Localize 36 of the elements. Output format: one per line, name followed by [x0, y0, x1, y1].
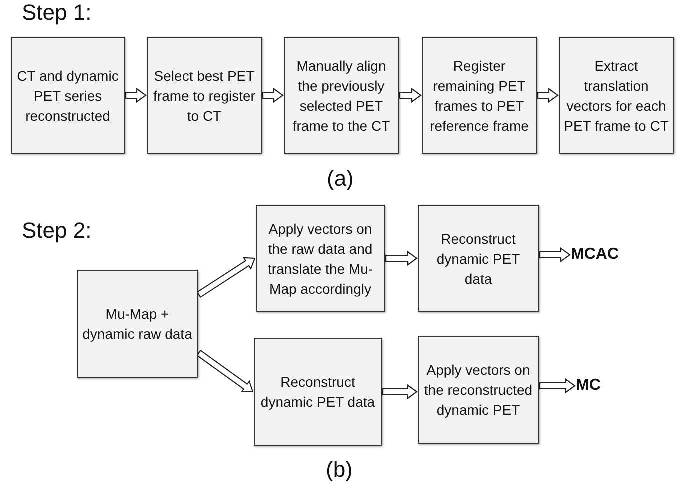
process-box: [147, 37, 262, 154]
arrow: [385, 250, 418, 266]
arrow: [537, 88, 559, 104]
arrow: [196, 350, 254, 393]
process-text: Manually align the previously selected PET frame to the CT: [292, 56, 392, 136]
arrow: [399, 88, 422, 104]
process-box: [559, 37, 674, 154]
process-text: Extract translation vectors for each PET frame to CT: [564, 56, 669, 136]
process-text: Register remaining PET frames to PET reference frame: [429, 56, 530, 136]
result-label: MCAC: [571, 246, 619, 264]
panel-label: (a): [327, 166, 354, 192]
arrow: [196, 257, 256, 298]
process-text: CT and dynamic PET series reconstructed: [16, 66, 120, 126]
process-text: Reconstruct dynamic PET data: [436, 230, 522, 288]
result-label: MC: [576, 377, 601, 395]
process-text: Apply vectors on the raw data and translate the Mu-Map accordingly: [266, 220, 374, 298]
arrow: [382, 384, 418, 400]
arrow: [125, 88, 147, 104]
process-text: Select best PET frame to register to CT: [152, 66, 256, 126]
step-heading: Step 1:: [22, 0, 92, 26]
process-box: [418, 336, 539, 444]
process-box: [284, 37, 399, 154]
process-box: [256, 205, 385, 312]
panel-label: (b): [326, 457, 353, 483]
process-text: Reconstruct dynamic PET data: [260, 373, 376, 412]
process-box: [422, 37, 537, 154]
process-box: [418, 205, 539, 312]
process-box: [77, 270, 198, 378]
arrow: [539, 378, 576, 394]
process-box: [254, 338, 382, 446]
step-heading: Step 2:: [22, 218, 92, 244]
process-text: Apply vectors on the reconstructed dynamic PET: [423, 361, 534, 420]
process-text: Mu-Map + dynamic raw data: [82, 305, 193, 344]
process-box: [11, 37, 125, 154]
arrow: [262, 88, 284, 104]
arrow: [539, 247, 571, 263]
